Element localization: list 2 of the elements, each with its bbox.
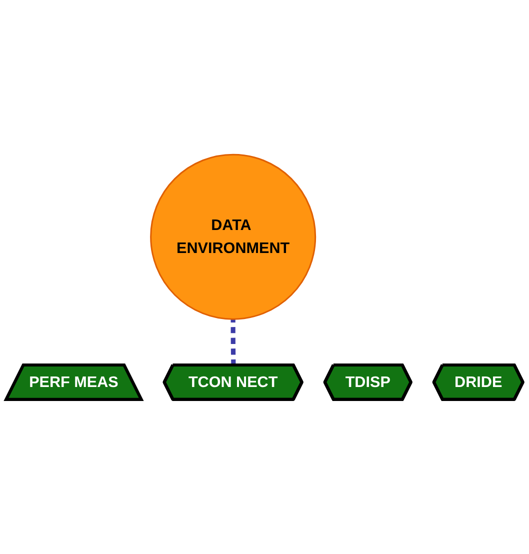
connector <box>230 319 236 366</box>
node-circle: DATA ENVIRONMENT <box>150 154 316 320</box>
